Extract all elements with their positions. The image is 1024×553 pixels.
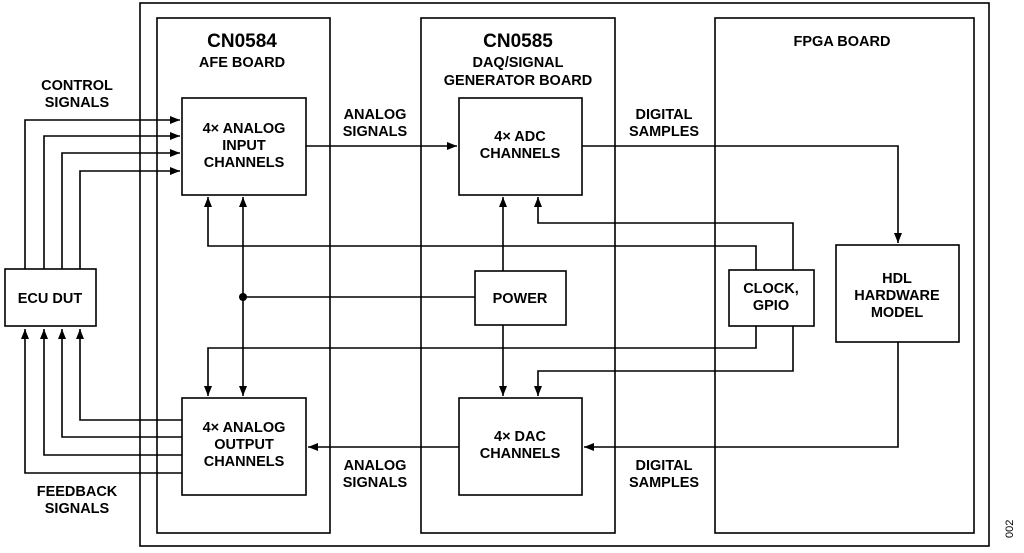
clock-gpio-label-2: GPIO — [753, 298, 789, 314]
analog-output-label-2: OUTPUT — [214, 437, 274, 453]
dac-label-1: 4× DAC — [494, 429, 547, 445]
analog-signals-top-label-2: SIGNALS — [343, 124, 408, 140]
figure-code: 002 — [1004, 520, 1016, 538]
control-signal-line-2 — [43, 132, 180, 269]
analog-input-label-2: INPUT — [222, 138, 266, 154]
analog-output-label-3: CHANNELS — [204, 454, 285, 470]
hdl-label-1: HDL — [882, 271, 912, 287]
hdl-label-2: HARDWARE — [854, 288, 940, 304]
power-block — [474, 270, 567, 326]
control-signals-label-2: SIGNALS — [45, 95, 110, 111]
control-signal-line-4 — [79, 167, 180, 269]
analog-signals-bottom-label-1: ANALOG — [344, 458, 407, 474]
cn0584-board-panel — [156, 17, 331, 534]
feedback-signal-line-2 — [58, 329, 182, 438]
digital-samples-bottom-label-1: DIGITAL — [636, 458, 693, 474]
clock-to-analog-output-arrow — [204, 326, 757, 396]
cn0585-subtitle-line-1: DAQ/SIGNAL — [472, 55, 563, 71]
control-signal-line-3 — [61, 149, 180, 269]
cn0585-title: CN0585 — [483, 31, 553, 52]
feedback-signal-line-4 — [21, 329, 182, 474]
adc-label-1: 4× ADC — [494, 129, 546, 145]
ecu-dut-label: ECU DUT — [18, 291, 83, 307]
control-signal-line-1 — [24, 116, 180, 269]
clock-to-dac-arrow — [534, 326, 794, 396]
analog-output-block — [181, 397, 307, 496]
analog-output-label-1: 4× ANALOG — [203, 420, 286, 436]
cn0585-subtitle-line-2: GENERATOR BOARD — [444, 73, 593, 89]
power-label: POWER — [493, 291, 548, 307]
feedback-signals-label-1: FEEDBACK — [37, 484, 118, 500]
feedback-signal-line-3 — [40, 329, 182, 456]
analog-input-label-1: 4× ANALOG — [203, 121, 286, 137]
dac-label-2: CHANNELS — [480, 446, 561, 462]
fpga-board-panel — [714, 17, 975, 534]
analog-input-label-3: CHANNELS — [204, 155, 285, 171]
control-signals-label-1: CONTROL — [41, 78, 113, 94]
digital-samples-bottom-label-2: SAMPLES — [629, 475, 699, 491]
digital-samples-bottom-arrow — [584, 342, 899, 451]
analog-signals-top-label-1: ANALOG — [344, 107, 407, 123]
digital-samples-top-label-2: SAMPLES — [629, 124, 699, 140]
adc-label-2: CHANNELS — [480, 146, 561, 162]
power-junction-dot — [239, 293, 247, 301]
clock-to-analog-input-arrow — [204, 197, 757, 270]
cn0585-board-panel — [420, 17, 616, 534]
cn0584-subtitle: AFE BOARD — [199, 55, 285, 71]
cn0584-title: CN0584 — [207, 31, 277, 52]
analog-signals-bottom-label-2: SIGNALS — [343, 475, 408, 491]
digital-samples-top-label-1: DIGITAL — [636, 107, 693, 123]
system-enclosure — [139, 2, 990, 547]
ecu-dut-block — [4, 268, 97, 327]
feedback-signals-label-2: SIGNALS — [45, 501, 110, 517]
fpga-board-title: FPGA BOARD — [794, 34, 891, 50]
clock-gpio-label-1: CLOCK, — [743, 281, 799, 297]
feedback-signal-line-1 — [76, 329, 182, 421]
clock-gpio-block — [728, 269, 815, 327]
clock-to-adc-arrow — [534, 197, 794, 270]
hdl-label-3: MODEL — [871, 305, 924, 321]
digital-samples-top-arrow — [582, 145, 902, 243]
